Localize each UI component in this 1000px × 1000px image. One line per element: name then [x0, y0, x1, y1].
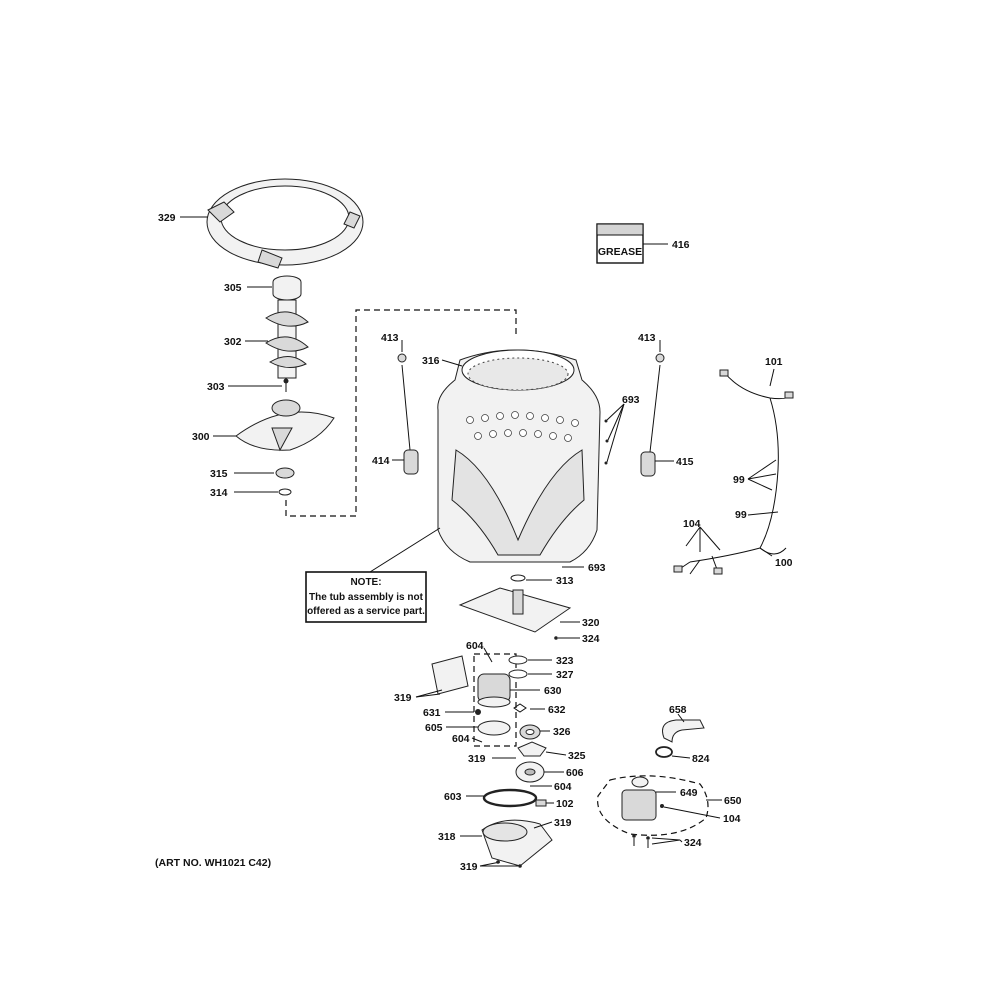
belt-603: [482, 788, 538, 808]
washer-314: [278, 488, 292, 496]
grease-label: GREASE: [598, 246, 642, 258]
callout-650: 650: [724, 795, 742, 807]
note-line-2: offered as a service part.: [307, 606, 425, 617]
callout-416: 416: [672, 239, 690, 251]
pulley-606: [515, 761, 545, 783]
assembly-bracket: [285, 309, 517, 517]
grease-container-416: [596, 223, 644, 264]
callout-632: 632: [548, 704, 566, 716]
base-318: [481, 819, 553, 867]
callout-314: 314: [210, 487, 228, 499]
screws-324: [632, 834, 650, 848]
rotor-605: [477, 720, 511, 736]
callout-693-lower: 693: [588, 562, 606, 574]
callout-300: 300: [192, 431, 210, 443]
suspension-rod-415: [640, 353, 665, 477]
callout-316: 316: [422, 355, 440, 367]
clamp-824: [655, 746, 673, 758]
callout-313: 313: [556, 575, 574, 587]
callout-324-pump: 324: [684, 837, 702, 849]
callout-604-middle: 604: [452, 733, 470, 745]
callout-104-pump: 104: [723, 813, 741, 825]
callout-319-base: 319: [554, 817, 572, 829]
callout-303: 303: [207, 381, 225, 393]
callout-320: 320: [582, 617, 600, 629]
callout-329: 329: [158, 212, 176, 224]
bracket-325: [517, 741, 547, 757]
clip-102: [535, 799, 547, 807]
callout-302: 302: [224, 336, 242, 348]
callout-323: 323: [556, 655, 574, 667]
callout-319-bracket: 319: [468, 753, 486, 765]
balance-ring-329: [206, 178, 364, 269]
bearing-326: [519, 724, 541, 740]
motor-630: [477, 673, 511, 708]
callout-labels: 329 305 302 303 300 315 314 416 413 413 …: [158, 212, 793, 873]
callout-649: 649: [680, 787, 698, 799]
callout-658: 658: [669, 704, 687, 716]
callout-319-shield: 319: [394, 692, 412, 704]
callout-413-left: 413: [381, 332, 399, 344]
callout-604-top: 604: [466, 640, 484, 652]
callout-415: 415: [676, 456, 694, 468]
callout-606: 606: [566, 767, 584, 779]
callout-693-upper: 693: [622, 394, 640, 406]
callout-318: 318: [438, 831, 456, 843]
fasteners-693: [604, 403, 625, 465]
callout-604-bottom: 604: [554, 781, 572, 793]
impeller-300: [235, 399, 335, 452]
callout-326: 326: [553, 726, 571, 738]
seal-313: [510, 574, 526, 582]
suspension-rod-414: [397, 353, 419, 475]
callout-630: 630: [544, 685, 562, 697]
callout-631: 631: [423, 707, 441, 719]
callout-603: 603: [444, 791, 462, 803]
nut-315: [275, 467, 295, 479]
shield-319: [431, 655, 469, 695]
callout-327: 327: [556, 669, 574, 681]
callout-325: 325: [568, 750, 586, 762]
callout-605: 605: [425, 722, 443, 734]
callout-102: 102: [556, 798, 574, 810]
callout-315: 315: [210, 468, 228, 480]
motor-assembly-boundary: [473, 653, 517, 747]
clips-631-632: [475, 703, 527, 715]
pump-649: [621, 776, 657, 821]
rings-323-327: [508, 655, 528, 679]
callout-324-center: 324: [582, 633, 600, 645]
callout-414: 414: [372, 455, 390, 467]
callout-100: 100: [775, 557, 793, 569]
callout-319-bottom: 319: [460, 861, 478, 873]
note-line-1: The tub assembly is not: [309, 592, 424, 603]
callout-413-right: 413: [638, 332, 656, 344]
hose-658: [662, 719, 705, 743]
callout-101: 101: [765, 356, 783, 368]
agitator-cap-305: [272, 275, 302, 301]
screw-104: [660, 804, 664, 808]
callout-104-harness: 104: [683, 518, 701, 530]
note-box: [305, 571, 427, 623]
screw-303: [283, 378, 289, 392]
wire-harness-100: [673, 369, 794, 575]
callout-99-upper: 99: [733, 474, 745, 486]
callout-824: 824: [692, 753, 710, 765]
callout-305: 305: [224, 282, 242, 294]
mounting-plate-320: [458, 587, 572, 633]
auger-302: [265, 299, 309, 379]
note-title: NOTE:: [350, 577, 381, 588]
tub-316: [437, 349, 601, 563]
art-number: (ART NO. WH1021 C42): [155, 857, 271, 869]
callout-99-lower: 99: [735, 509, 747, 521]
